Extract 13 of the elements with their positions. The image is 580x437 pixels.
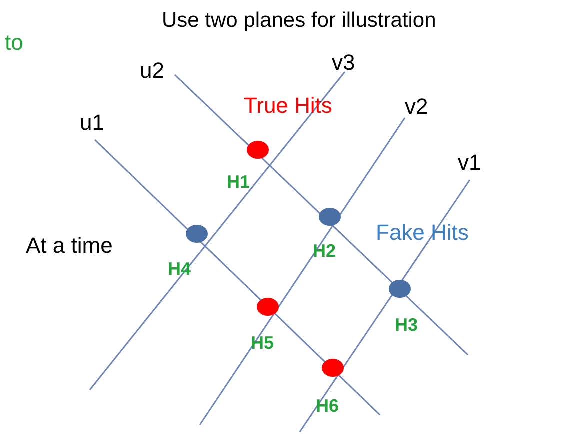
annotation-text: At a time	[26, 235, 113, 257]
hit-label: H1	[227, 173, 250, 191]
annotation-text: Fake Hits	[376, 222, 469, 244]
wire-label: u1	[80, 112, 104, 134]
wire-label: v2	[405, 96, 428, 118]
hit-label: H3	[395, 316, 418, 334]
hit-label: H2	[313, 242, 336, 260]
title: Use two planes for illustration	[162, 10, 436, 31]
wire-label: v3	[332, 52, 356, 74]
hit-label: H6	[316, 397, 340, 415]
wire-label: u2	[140, 60, 164, 82]
note-text: to	[5, 32, 24, 54]
wire-label: v1	[458, 152, 482, 174]
